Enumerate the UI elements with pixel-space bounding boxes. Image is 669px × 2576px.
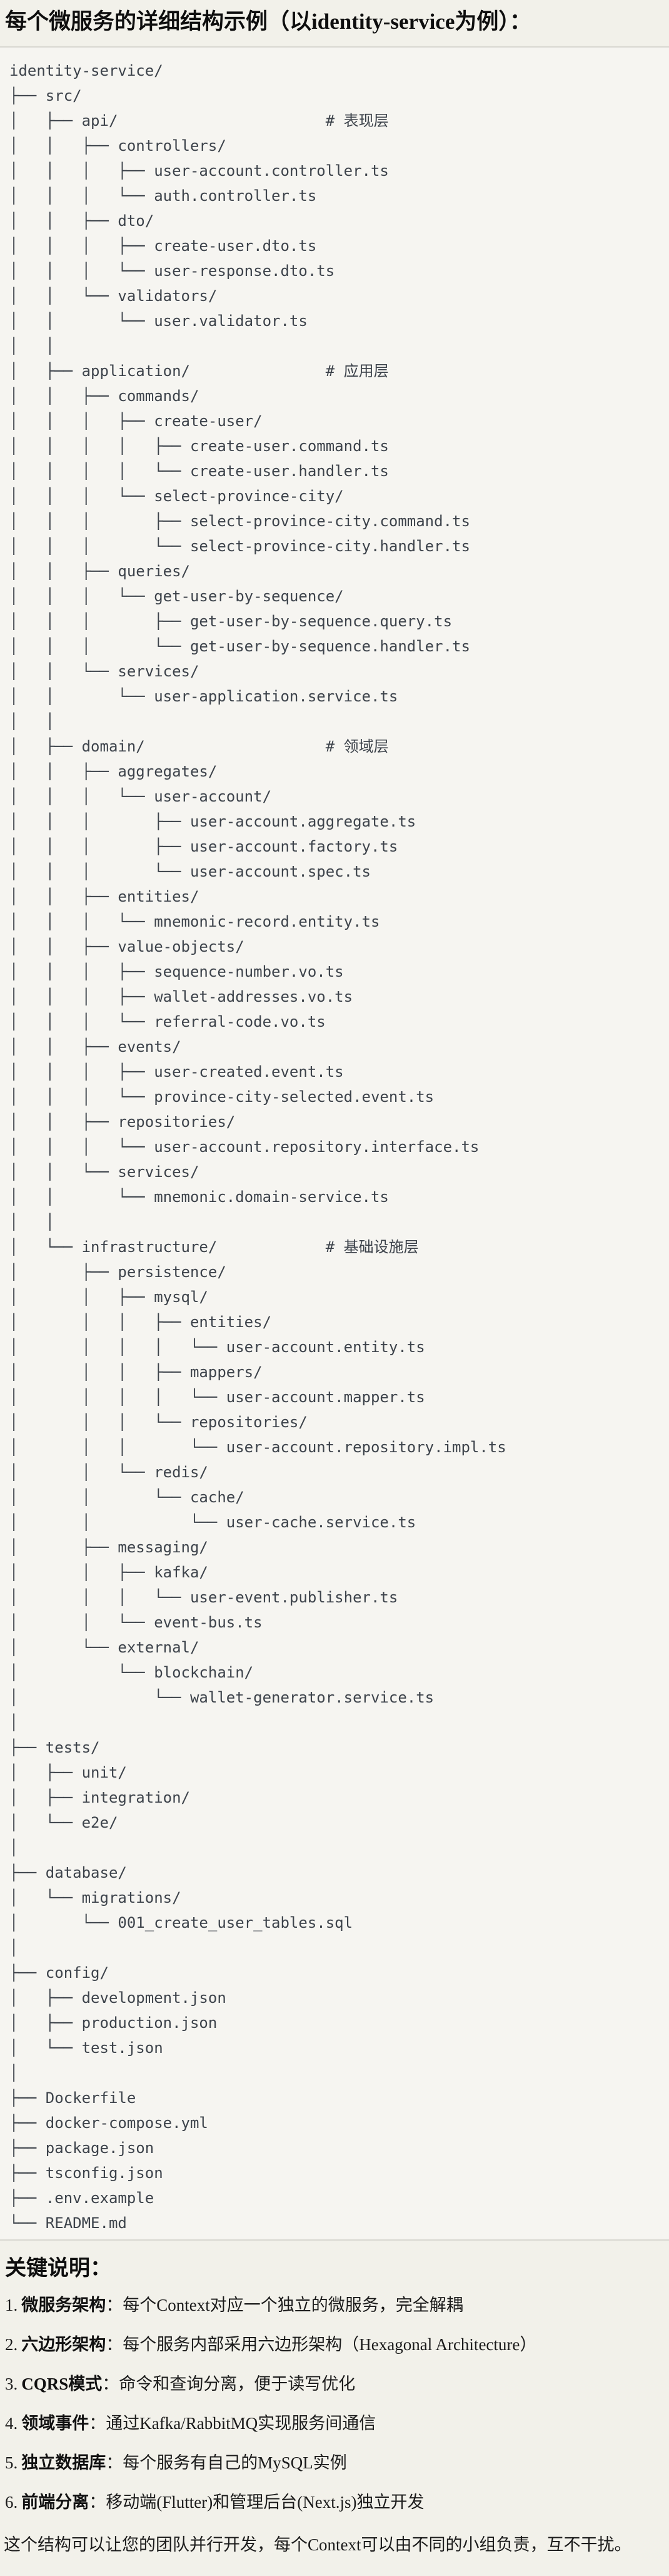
item-desc: ：每个服务有自己的MySQL实例 (106, 2453, 347, 2473)
notes-section: 关键说明： 1.微服务架构：每个Context对应一个独立的微服务，完全解耦 2… (0, 2254, 669, 2557)
page-title: 每个微服务的详细结构示例（以identity-service为例）： (5, 9, 531, 34)
file-tree: identity-service/ ├── src/ │ ├── api/ # … (9, 58, 664, 2236)
item-number: 5. (5, 2453, 18, 2473)
item-number: 3. (5, 2375, 18, 2394)
item-term: 微服务架构 (21, 2296, 106, 2315)
item-term: 六边形架构 (21, 2335, 106, 2355)
item-number: 6. (5, 2493, 18, 2512)
code-block: identity-service/ ├── src/ │ ├── api/ # … (0, 46, 669, 2241)
note-item-database: 5.独立数据库：每个服务有自己的MySQL实例 (5, 2451, 663, 2475)
item-term: 独立数据库 (21, 2453, 106, 2473)
item-desc: ：移动端(Flutter)和管理后台(Next.js)独立开发 (89, 2493, 425, 2512)
item-desc: ：命令和查询分离，便于读写优化 (102, 2375, 356, 2394)
item-number: 1. (5, 2296, 18, 2315)
note-item-cqrs: 3.CQRS模式：命令和查询分离，便于读写优化 (5, 2373, 663, 2396)
item-term: 领域事件 (21, 2414, 89, 2433)
file-tree-text: identity-service/ ├── src/ │ ├── api/ # … (9, 61, 506, 2232)
note-item-microservice: 1.微服务架构：每个Context对应一个独立的微服务，完全解耦 (5, 2294, 663, 2317)
note-item-frontend: 6.前端分离：移动端(Flutter)和管理后台(Next.js)独立开发 (5, 2491, 663, 2514)
item-number: 4. (5, 2414, 18, 2433)
item-desc: ：每个Context对应一个独立的微服务，完全解耦 (106, 2296, 463, 2315)
item-number: 2. (5, 2335, 18, 2355)
notes-list: 1.微服务架构：每个Context对应一个独立的微服务，完全解耦 2.六边形架构… (4, 2294, 663, 2514)
notes-heading: 关键说明： (5, 2256, 111, 2280)
note-item-domain-events: 4.领域事件：通过Kafka/RabbitMQ实现服务间通信 (5, 2412, 663, 2435)
item-term: CQRS模式 (21, 2375, 103, 2394)
item-desc: ：通过Kafka/RabbitMQ实现服务间通信 (89, 2414, 376, 2433)
note-item-hexagonal: 2.六边形架构：每个服务内部采用六边形架构（Hexagonal Architec… (5, 2333, 663, 2356)
closing-paragraph: 这个结构可以让您的团队并行开发，每个Context可以由不同的小组负责，互不干扰… (4, 2535, 631, 2555)
item-term: 前端分离 (21, 2493, 89, 2512)
item-desc: ：每个服务内部采用六边形架构（Hexagonal Architecture） (106, 2335, 537, 2355)
